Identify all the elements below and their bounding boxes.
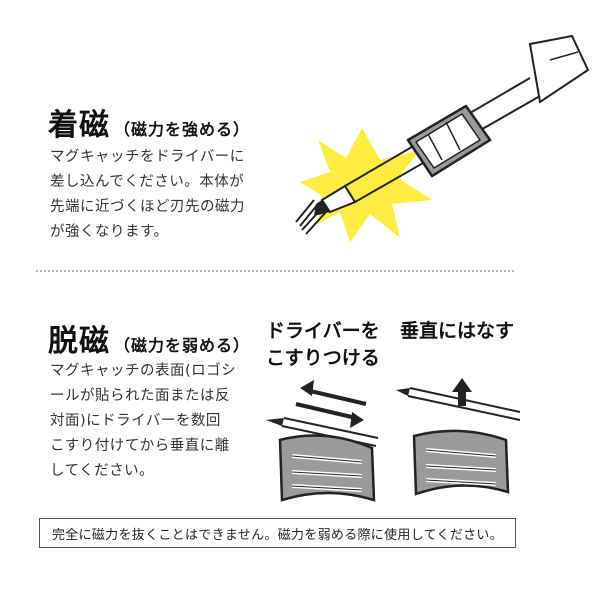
magnetize-illustration <box>295 34 590 242</box>
demagnetize-description: マグキャッチの表面(ロゴシ ールが貼られた面または反 対面)にドライバーを数回 … <box>50 359 236 484</box>
magnetize-description: マグキャッチをドライバーに 差し込んでください。本体が 先端に近づくほど刃先の磁… <box>50 145 245 245</box>
magnetize-line: が強くなります。 <box>50 224 169 240</box>
notice-box: 完全に磁力を抜くことはできません。磁力を弱める際に使用してください。 <box>39 518 516 548</box>
demagnetize-heading: 脱磁 （磁力を弱める） <box>48 316 250 360</box>
magnetize-line: 先端に近づくほど刃先の磁力 <box>50 199 245 215</box>
demagnetize-subtitle: （磁力を弱める） <box>114 336 251 355</box>
magnetize-line: マグキャッチをドライバーに <box>50 149 245 165</box>
magnetize-title: 着磁 <box>48 108 110 143</box>
demagnetize-line: 対面)にドライバーを数回 <box>50 413 221 429</box>
rub-caption: ドライバーを こすりつける <box>266 318 380 372</box>
rub-caption-line: ドライバーを <box>266 320 380 342</box>
magnetize-heading: 着磁 （磁力を強める） <box>48 100 250 144</box>
magnetize-subtitle: （磁力を強める） <box>114 120 251 139</box>
double-arrow-icon <box>295 380 367 428</box>
rub-caption-line: こすりつける <box>266 347 380 369</box>
demagnetize-line: こすり付けてから垂直に離 <box>50 438 230 454</box>
demagnetize-line: してください。 <box>50 463 155 479</box>
spark-burst-icon <box>300 128 432 242</box>
notice-text: 完全に磁力を抜くことはできません。磁力を弱める際に使用してください。 <box>51 527 504 543</box>
section-divider <box>36 270 514 272</box>
lift-caption: 垂直にはなす <box>400 320 515 342</box>
mag-catch-icon <box>406 104 492 178</box>
demagnetize-line: マグキャッチの表面(ロゴシ <box>50 363 237 379</box>
magnetize-line: 差し込んでください。本体が <box>50 174 245 190</box>
up-arrow-icon <box>452 378 472 406</box>
demagnetize-title: 脱磁 <box>48 324 110 359</box>
demagnetize-line: ールが貼られた面または反 <box>50 388 230 404</box>
mag-catch-icon <box>278 434 376 502</box>
screwdriver-icon <box>396 387 521 421</box>
mag-catch-icon <box>412 429 510 496</box>
